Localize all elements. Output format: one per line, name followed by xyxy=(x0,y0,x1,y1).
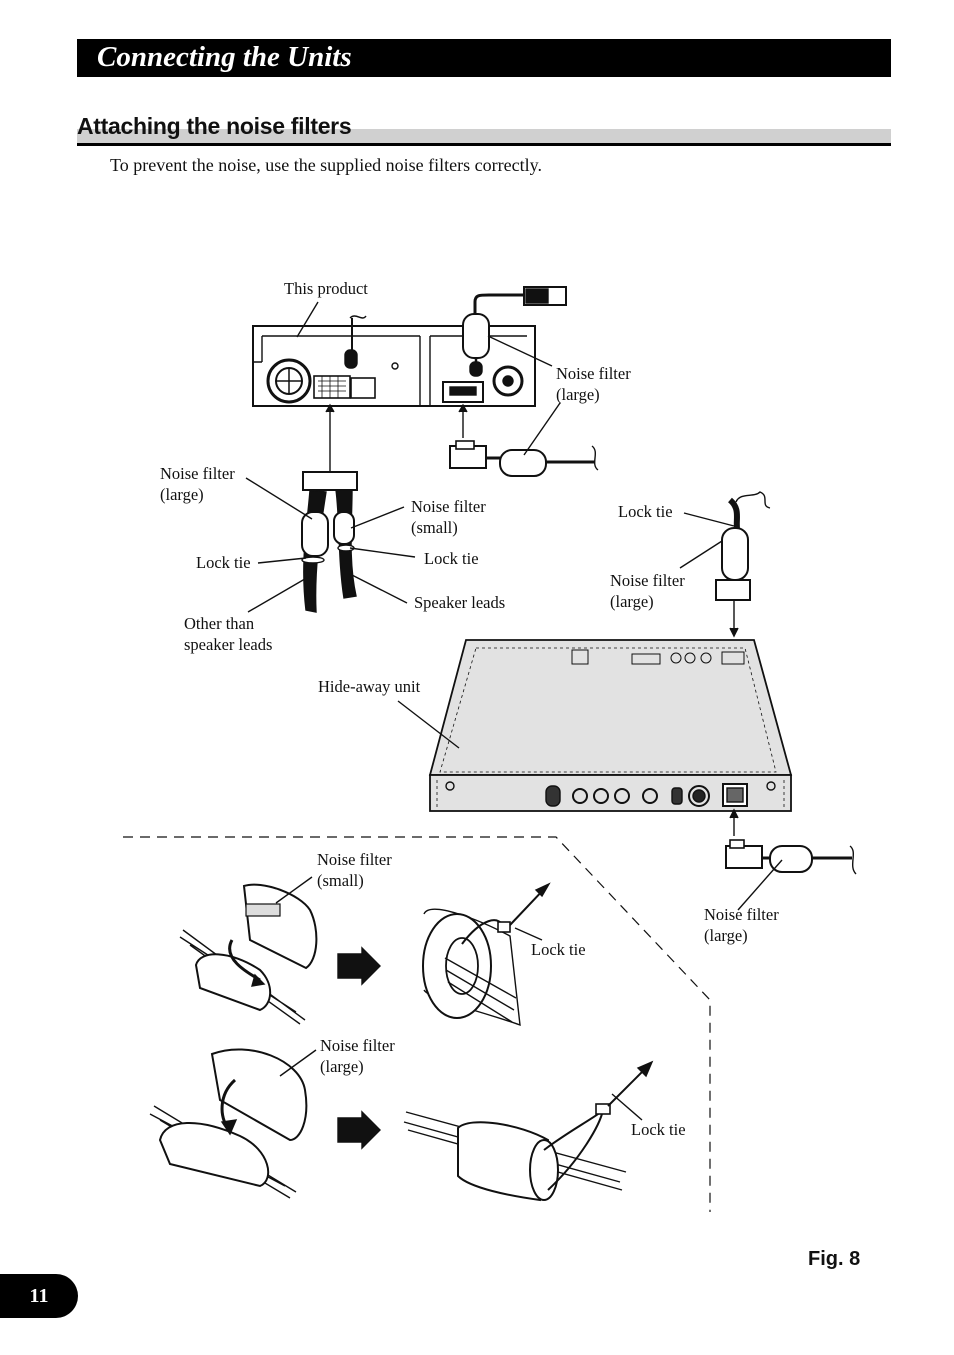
label-lock-tie-left: Lock tie xyxy=(196,553,251,572)
page-number: 11 xyxy=(0,1274,78,1318)
section-title: Attaching the noise filters xyxy=(77,113,352,139)
label-nf-small: Noise filter xyxy=(411,497,486,516)
label-detail-lock-tie-2: Lock tie xyxy=(631,1120,686,1139)
section-bar xyxy=(77,129,891,146)
figure-label: Fig. 8 xyxy=(808,1248,861,1270)
label-lock-tie-center: Lock tie xyxy=(424,549,479,568)
label-lock-tie-right: Lock tie xyxy=(618,502,673,521)
label-speaker-leads: Speaker leads xyxy=(414,593,505,612)
section-heading: Attaching the noise filters xyxy=(77,112,891,146)
label-detail-large-size: (large) xyxy=(320,1057,364,1076)
label-nf-large-top-size: (large) xyxy=(556,385,600,404)
label-nf-large-right-size: (large) xyxy=(610,592,654,611)
large-filter-attached xyxy=(403,1060,654,1202)
small-filter-detail xyxy=(179,883,318,1025)
label-nf-large-bottom: Noise filter xyxy=(704,905,779,924)
label-detail-lock-tie-1: Lock tie xyxy=(531,940,586,959)
label-detail-small-size: (small) xyxy=(317,871,364,890)
label-hide-away: Hide-away unit xyxy=(318,677,421,696)
label-nf-large-left: Noise filter xyxy=(160,464,235,483)
label-nf-small-size: (small) xyxy=(411,518,458,537)
label-this-product: This product xyxy=(284,279,368,298)
intro-text: To prevent the noise, use the supplied n… xyxy=(110,155,542,175)
label-detail-small: Noise filter xyxy=(317,850,392,869)
chapter-title: Connecting the Units xyxy=(97,41,352,73)
label-nf-large-right: Noise filter xyxy=(610,571,685,590)
label-nf-large-bottom-size: (large) xyxy=(704,926,748,945)
hide-away-unit xyxy=(428,639,793,812)
label-other-leads: Other than xyxy=(184,614,254,633)
label-nf-large-left-size: (large) xyxy=(160,485,204,504)
label-other-leads-2: speaker leads xyxy=(184,635,272,654)
large-filter-detail xyxy=(149,1048,308,1199)
label-nf-large-top: Noise filter xyxy=(556,364,631,383)
label-detail-large: Noise filter xyxy=(320,1036,395,1055)
small-filter-attached xyxy=(422,882,551,1027)
chapter-banner: Connecting the Units xyxy=(77,39,891,77)
